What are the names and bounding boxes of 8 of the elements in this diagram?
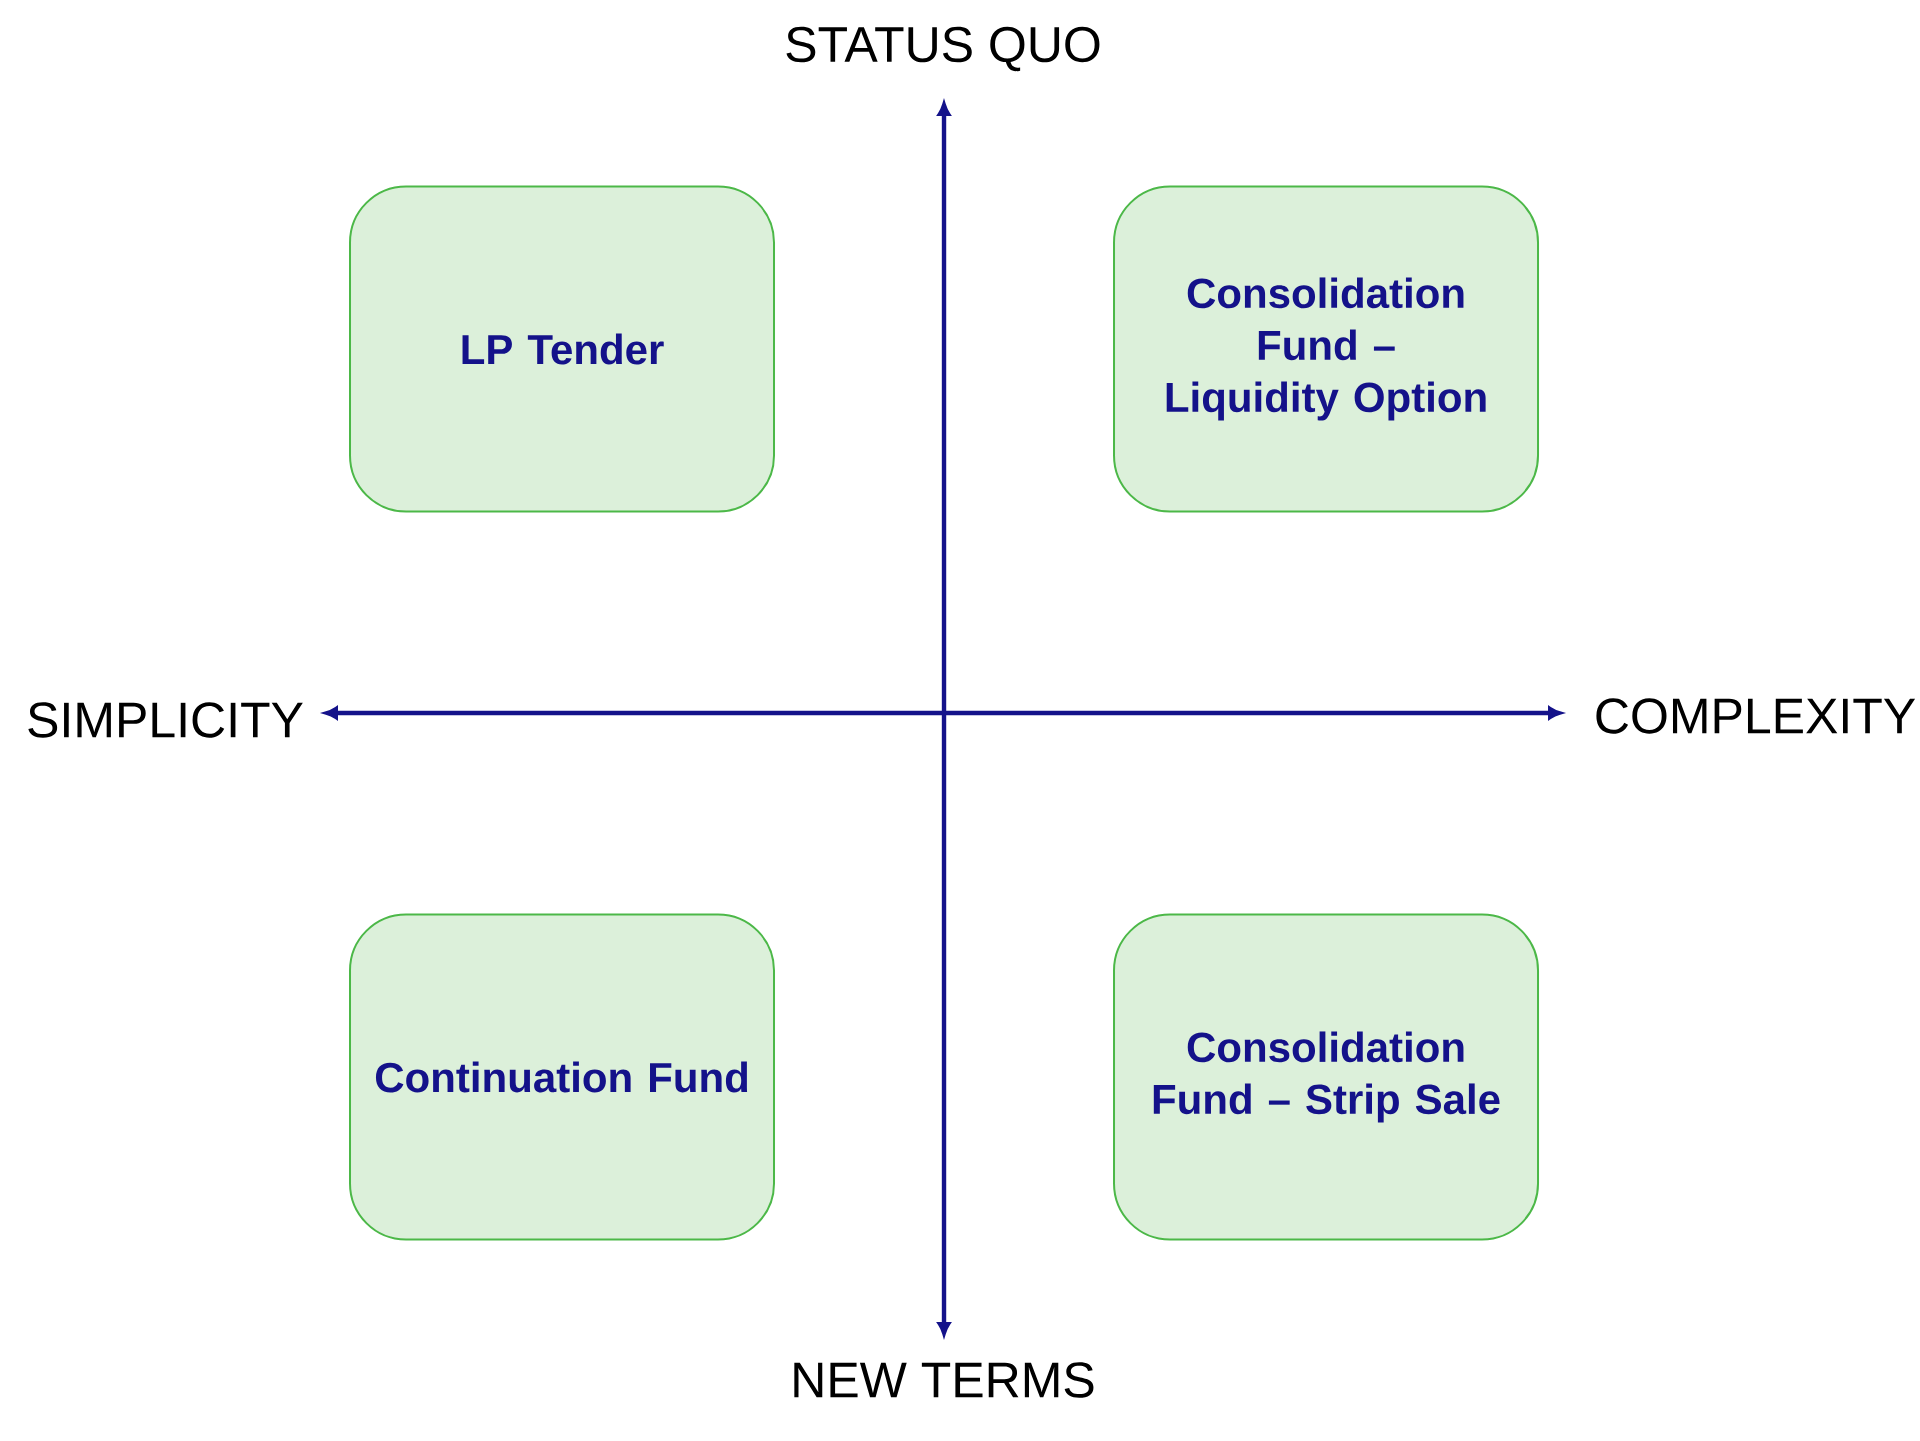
axis-label: NEW TERMS xyxy=(794,1362,1094,1398)
quadrant-box: Continuation Fund xyxy=(349,913,775,1241)
axis-label: SIMPLICITY xyxy=(28,702,303,738)
quadrant-box: LP Tender xyxy=(349,185,775,513)
quadrant-box: Consolidation Fund – Strip Sale xyxy=(1113,913,1539,1241)
quadrant-box: Consolidation Fund – Liquidity Option xyxy=(1113,185,1539,513)
axis-label: COMPLEXITY xyxy=(1596,698,1916,734)
axis-label: STATUS QUO xyxy=(786,26,1100,72)
